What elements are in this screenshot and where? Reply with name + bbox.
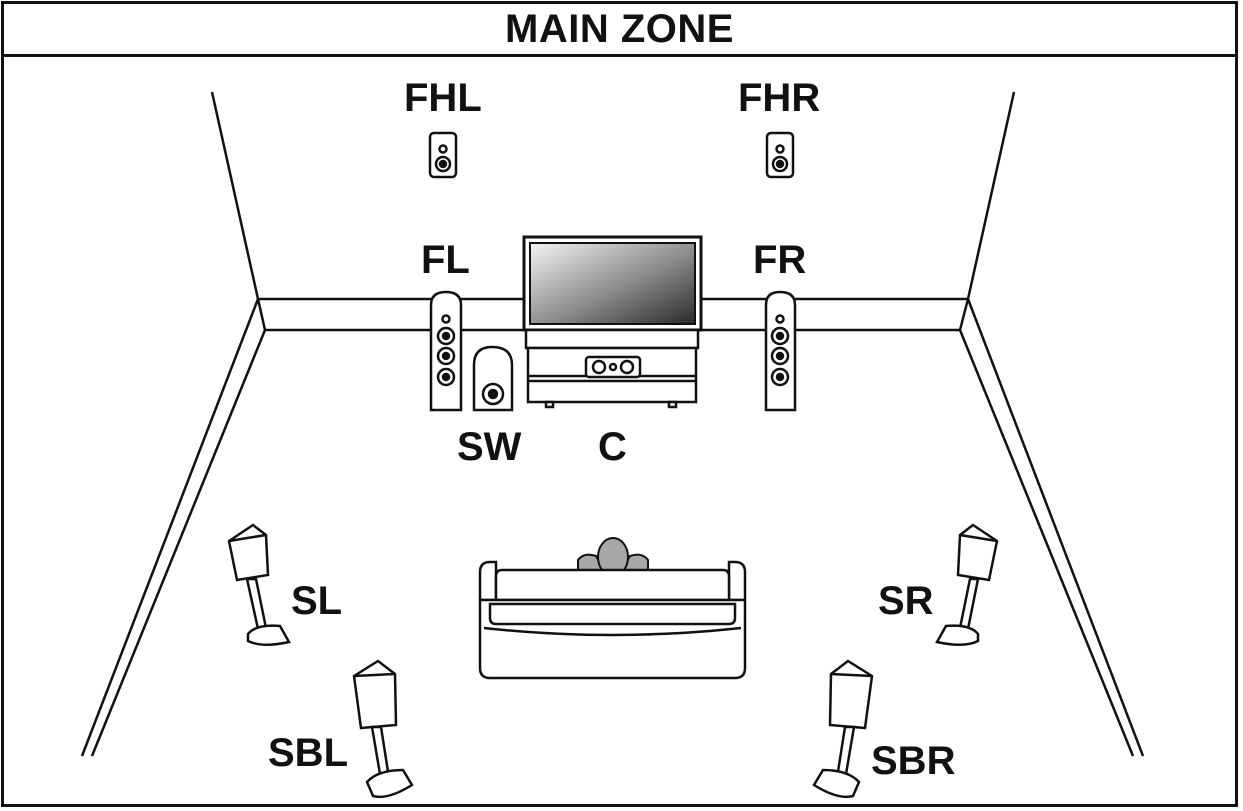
label-sr: SR [878,579,934,623]
label-fhl: FHL [404,76,482,120]
label-sbr: SBR [871,739,956,783]
fr-speaker-icon [764,290,797,412]
sbl-speaker-icon [352,659,414,799]
label-fl: FL [421,238,470,282]
label-c: C [598,425,627,469]
subwoofer-icon [472,345,514,412]
title-bar: MAIN ZONE [1,1,1238,57]
fhr-speaker-icon [765,131,795,179]
center-speaker-icon [584,355,642,379]
label-sbl: SBL [268,731,348,775]
sr-speaker-icon [935,523,999,646]
label-sw: SW [457,425,522,469]
fhl-speaker-icon [428,131,458,179]
page-title: MAIN ZONE [505,6,734,51]
sofa-icon [478,560,747,680]
fl-speaker-icon [429,290,463,412]
label-sl: SL [291,579,343,623]
label-fr: FR [753,238,807,282]
sbr-speaker-icon [812,659,874,799]
tv-icon [522,235,703,340]
label-fhr: FHR [738,76,821,120]
sl-speaker-icon [227,523,291,646]
